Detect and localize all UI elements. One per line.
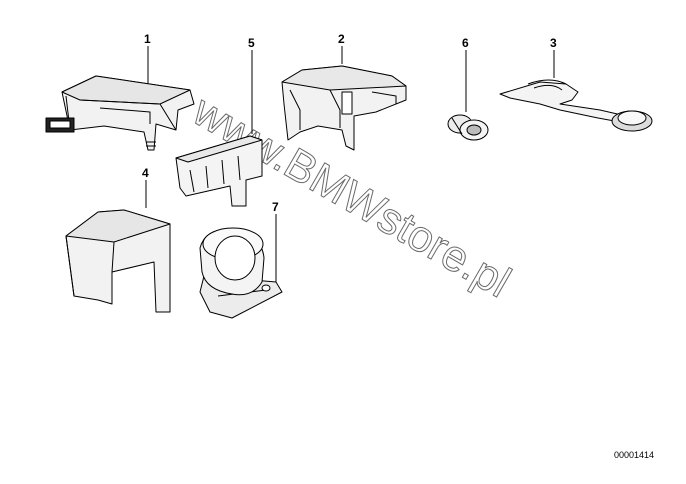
callout-7: 7 [272, 200, 279, 214]
callout-6: 6 [462, 36, 469, 50]
callout-2: 2 [338, 32, 345, 46]
callout-3: 3 [550, 36, 557, 50]
part-3-clip[interactable] [499, 79, 653, 132]
part-4-cover[interactable] [65, 209, 171, 313]
part-5-plate[interactable] [175, 135, 263, 207]
part-6-grommet[interactable] [447, 114, 489, 141]
callout-5: 5 [248, 36, 255, 50]
diagram-code: 00001414 [614, 450, 654, 460]
part-7-ring-holder[interactable] [199, 227, 283, 319]
part-2-cover[interactable] [281, 65, 407, 151]
part-1-cover[interactable] [45, 75, 195, 151]
callout-1: 1 [144, 32, 151, 46]
callout-4: 4 [142, 166, 149, 180]
